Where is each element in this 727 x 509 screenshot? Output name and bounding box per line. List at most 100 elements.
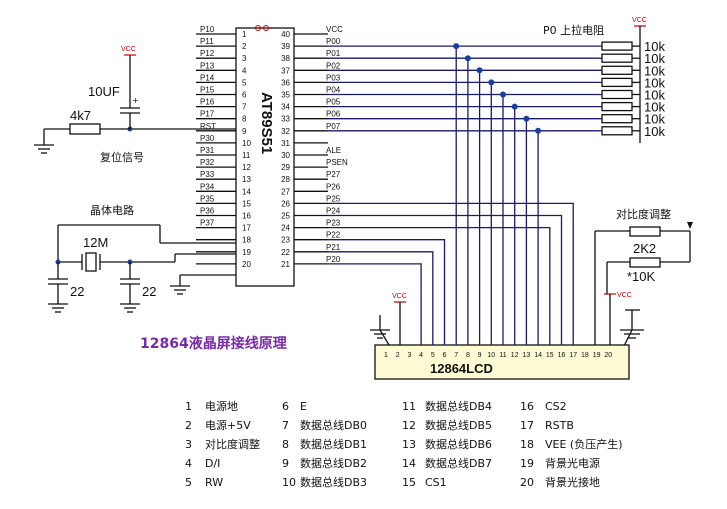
legend-pin-function: CS2	[545, 400, 567, 413]
mcu-pin-label: P24	[326, 207, 341, 216]
legend-pin-number: 17	[520, 419, 534, 432]
mcu-notch-left	[255, 25, 261, 31]
mcu-pin-number: 9	[242, 127, 247, 136]
legend-pin-function: 数据总线DB2	[300, 456, 367, 470]
mcu-pin-label: P00	[326, 37, 341, 46]
pullup-value-label: 10k	[644, 112, 665, 127]
lcd-pin-number: 5	[431, 352, 435, 359]
mcu-pin-label: P23	[326, 219, 341, 228]
mcu-pin-number: 28	[281, 175, 290, 184]
junction-dot	[500, 91, 506, 98]
legend-pin-number: 11	[402, 400, 416, 413]
mcu-pin-number: 34	[281, 103, 290, 112]
mcu-pin-label: PSEN	[326, 158, 348, 167]
pullup-resistor	[601, 126, 633, 136]
lcd-pin-number: 19	[593, 352, 601, 359]
mcu-pin-label: P13	[200, 61, 215, 70]
mcu-pin-number: 24	[281, 224, 290, 233]
pullup-value-label: 10k	[644, 75, 665, 90]
mcu-pin-label: P01	[326, 49, 341, 58]
pullup-label: P0 上拉电阻	[543, 23, 604, 37]
mcu-pin-label: P30	[200, 134, 215, 143]
pullup-resistor	[601, 101, 633, 112]
pullup-value-label: 10k	[644, 88, 665, 103]
legend-pin-number: 2	[185, 419, 192, 432]
lcd-pin-number: 3	[407, 352, 411, 359]
mcu-pin-label: P06	[326, 110, 341, 119]
mcu-pin-number: 29	[281, 163, 290, 172]
mcu-pin-number: 8	[242, 115, 247, 124]
p2-control-line	[328, 202, 574, 345]
legend-pin-function: VEE (负压产生)	[545, 437, 623, 451]
legend-pin-function: 背景光接地	[545, 475, 600, 489]
lcd-pin-number: 17	[569, 352, 577, 359]
junction-dot	[464, 55, 471, 62]
mcu-pin-label: P07	[326, 122, 341, 131]
legend-pin-function: RSTB	[545, 419, 574, 432]
junction-dot	[488, 79, 495, 86]
pullup-resistor	[601, 65, 633, 75]
mcu-pin-label: RST	[200, 122, 216, 131]
mcu-pin-label: P05	[326, 98, 341, 107]
mcu-pin-label: VCC	[326, 25, 343, 34]
pullup-value-label: 10k	[644, 124, 665, 139]
legend-pin-number: 1	[185, 400, 192, 413]
lcd-name: 12864LCD	[430, 361, 493, 376]
legend-pin-number: 3	[185, 438, 192, 451]
lcd-pin-number: 18	[581, 352, 589, 359]
legend-pin-function: 数据总线DB7	[425, 456, 492, 470]
pullup-value-label: 10k	[644, 39, 665, 54]
legend-pin-number: 6	[282, 400, 289, 413]
mcu-pin-number: 2	[242, 42, 247, 51]
mcu-pin-number: 12	[242, 163, 251, 172]
lcd-pin-number: 2	[396, 352, 400, 359]
legend-pin-function: 数据总线DB4	[425, 399, 492, 413]
lcd-module	[374, 344, 630, 380]
mcu-pin-number: 22	[281, 248, 290, 257]
mcu-pin-number: 13	[242, 175, 251, 184]
mcu-pin-label: P02	[326, 61, 341, 70]
cap-22-a-label: 22	[70, 284, 84, 299]
mcu-pin-label: P11	[200, 37, 214, 46]
mcu-pin-label: P26	[326, 182, 341, 191]
mcu-pin-label: P21	[326, 243, 341, 252]
mcu-pin-number: 26	[281, 199, 290, 208]
legend-pin-number: 12	[402, 419, 416, 432]
mcu-pin-number: 3	[242, 54, 247, 63]
legend-pin-number: 4	[185, 457, 192, 470]
mcu-name: AT89S51	[258, 92, 275, 154]
lcd-pin-number: 4	[419, 352, 423, 359]
p2-control-line	[328, 239, 446, 345]
legend-pin-function: RW	[205, 476, 223, 489]
legend-pin-number: 13	[402, 438, 416, 451]
svg-text:+: +	[132, 96, 139, 105]
vcc-lcd-label: VCC	[392, 293, 407, 300]
mcu-pin-label: P15	[200, 86, 215, 95]
lcd-pin-number: 20	[604, 352, 612, 359]
vcc-pullup-label: VCC	[632, 17, 647, 24]
legend-pin-function: 数据总线DB5	[425, 418, 492, 432]
mcu-pin-label: P14	[200, 73, 215, 82]
mcu-pin-number: 5	[242, 78, 247, 87]
lcd-pin-number: 15	[546, 352, 554, 359]
mcu-pin-label: P12	[200, 49, 215, 58]
legend-pin-function: 数据总线DB6	[425, 437, 492, 451]
mcu-pin-label: P22	[326, 231, 341, 240]
legend-pin-function: 数据总线DB3	[300, 475, 367, 489]
mcu-pin-label: P37	[200, 219, 215, 228]
cap-10uf-label: 10UF	[88, 84, 120, 99]
mcu-pin-number: 36	[281, 78, 290, 87]
res-4k7-label: 4k7	[70, 108, 91, 123]
mcu-pin-label: P20	[326, 255, 341, 264]
crystal-label: 12M	[83, 235, 108, 250]
pullup-value-label: 10k	[644, 63, 665, 78]
pullup-resistor	[601, 77, 633, 88]
mcu-pin-label: P31	[200, 146, 215, 155]
junction-dot	[523, 115, 530, 122]
mcu-pin-number: 1	[242, 30, 247, 39]
junction-dot	[535, 127, 542, 134]
legend-pin-number: 16	[520, 400, 534, 413]
crystal-circuit: 晶体电路 12M 22 22	[48, 203, 236, 313]
